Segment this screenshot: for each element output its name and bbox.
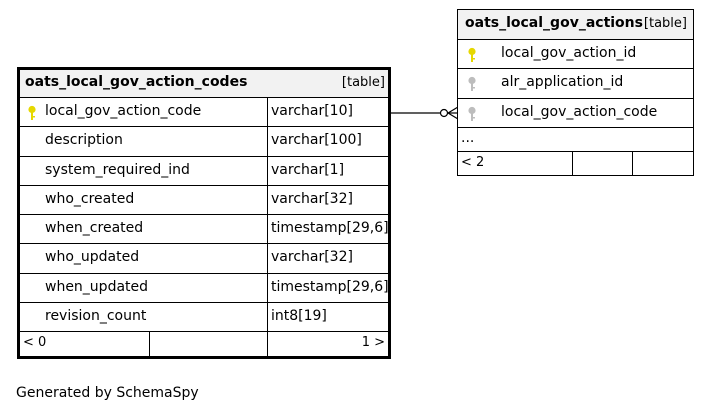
parents-count[interactable]: < 2 bbox=[461, 154, 485, 170]
foreign-key-icon bbox=[468, 77, 476, 92]
column-type: timestamp[29,6] bbox=[271, 220, 389, 237]
footer-divider bbox=[632, 151, 633, 175]
table-name[interactable]: oats_local_gov_actions bbox=[465, 15, 643, 31]
children-count[interactable]: 1 > bbox=[361, 335, 385, 351]
column-type: varchar[32] bbox=[271, 249, 353, 266]
column-type: int8[19] bbox=[271, 308, 327, 325]
column-type: varchar[1] bbox=[271, 161, 345, 178]
column-divider bbox=[267, 215, 268, 244]
table-footer: < 2 bbox=[458, 151, 693, 175]
column-row[interactable]: description varchar[100] bbox=[20, 127, 388, 157]
table-type-label: [table] bbox=[341, 75, 385, 90]
column-type: varchar[10] bbox=[271, 103, 353, 119]
column-type: timestamp[29,6] bbox=[271, 278, 389, 295]
more-columns-label: ... bbox=[461, 129, 475, 146]
column-name: when_updated bbox=[45, 278, 149, 295]
more-columns-row[interactable]: ... bbox=[458, 128, 693, 152]
generator-credit: Generated by SchemaSpy bbox=[16, 385, 199, 401]
table-header: oats_local_gov_actions [table] bbox=[458, 10, 693, 40]
parents-count[interactable]: < 0 bbox=[23, 335, 47, 351]
footer-divider bbox=[572, 151, 573, 175]
column-divider bbox=[267, 127, 268, 156]
column-row[interactable]: when_updated timestamp[29,6] bbox=[20, 273, 389, 304]
column-divider bbox=[267, 156, 268, 185]
column-row[interactable]: system_required_ind varchar[1] bbox=[20, 156, 388, 186]
column-divider bbox=[267, 244, 268, 273]
column-divider bbox=[267, 303, 268, 332]
column-name: system_required_ind bbox=[45, 161, 190, 178]
table-oats-local-gov-action-codes[interactable]: oats_local_gov_action_codes [table] loca… bbox=[17, 67, 391, 360]
column-divider bbox=[267, 273, 268, 303]
column-row[interactable]: revision_count int8[19] bbox=[20, 303, 388, 333]
column-row[interactable]: when_created timestamp[29,6] bbox=[20, 215, 389, 245]
table-type-label: [table] bbox=[643, 16, 687, 31]
column-name: alr_application_id bbox=[501, 74, 624, 91]
column-divider bbox=[267, 185, 268, 215]
column-name: who_created bbox=[45, 190, 135, 207]
column-row[interactable]: local_gov_action_code varchar[10] bbox=[20, 98, 388, 128]
zero-optional-marker bbox=[439, 108, 449, 118]
table-header: oats_local_gov_action_codes [table] bbox=[20, 70, 388, 98]
table-oats-local-gov-actions[interactable]: oats_local_gov_actions [table] local_gov… bbox=[457, 9, 694, 176]
primary-key-icon bbox=[28, 105, 36, 120]
column-row[interactable]: local_gov_action_id bbox=[458, 40, 693, 70]
column-row[interactable]: who_updated varchar[32] bbox=[20, 244, 388, 274]
column-row[interactable]: who_created varchar[32] bbox=[20, 185, 388, 216]
foreign-key-icon bbox=[468, 106, 476, 121]
column-divider bbox=[267, 98, 268, 127]
column-type: varchar[32] bbox=[271, 190, 353, 207]
table-footer: < 0 1 > bbox=[20, 332, 388, 357]
column-name: who_updated bbox=[45, 249, 140, 266]
column-type: varchar[100] bbox=[271, 132, 362, 149]
primary-key-icon bbox=[468, 47, 476, 62]
column-row[interactable]: alr_application_id bbox=[458, 69, 693, 99]
column-row[interactable]: local_gov_action_code bbox=[458, 99, 693, 128]
footer-divider bbox=[267, 332, 268, 357]
footer-divider bbox=[149, 332, 150, 357]
column-name: when_created bbox=[45, 220, 144, 237]
crows-foot-marker bbox=[447, 106, 459, 114]
column-name: local_gov_action_code bbox=[501, 103, 658, 120]
column-name: local_gov_action_code bbox=[45, 103, 202, 119]
column-name: revision_count bbox=[45, 308, 147, 325]
column-name: description bbox=[45, 132, 123, 149]
table-name[interactable]: oats_local_gov_action_codes bbox=[25, 74, 248, 90]
column-name: local_gov_action_id bbox=[501, 45, 637, 61]
